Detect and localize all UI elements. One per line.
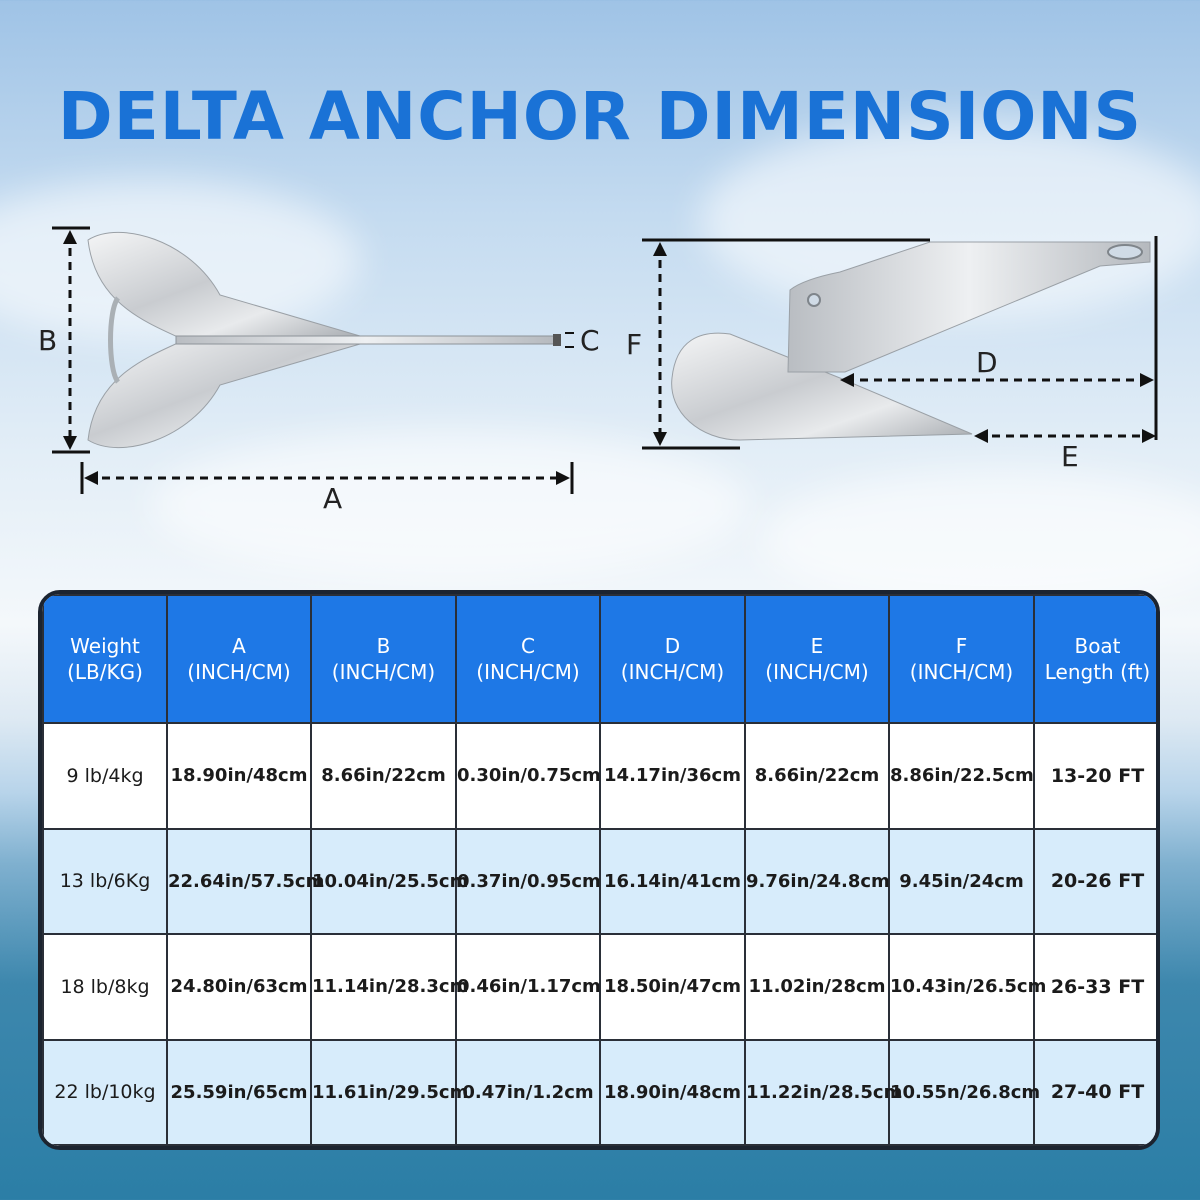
cell-e: 11.22in/28.5cm [744, 1038, 902, 1146]
dimension-a: A [80, 462, 574, 515]
label-f: F [626, 328, 642, 361]
cell-b: 8.66in/22cm [310, 722, 457, 830]
cloud [760, 470, 1200, 610]
cell-c: 0.46in/1.17cm [455, 933, 601, 1041]
cell-a: 22.64in/57.5cm [166, 827, 324, 935]
anchor-diagram: B A C F D [38, 226, 1158, 515]
cell-e: 9.76in/24.8cm [744, 827, 890, 935]
dimension-d: D [840, 236, 1158, 440]
table-row: 22 lb/10kg 25.59in/65cm 11.61in/29.5cm 0… [42, 1038, 1156, 1146]
cell-a: 18.90in/48cm [166, 722, 312, 830]
cell-weight: 13 lb/6Kg [42, 827, 168, 935]
cell-boat-length: 20-26 FT [1033, 827, 1156, 935]
cell-weight: 9 lb/4kg [42, 722, 168, 830]
header-e: E(INCH/CM) [744, 594, 890, 724]
page-title: DELTA ANCHOR DIMENSIONS [57, 78, 1143, 155]
cell-boat-length: 26-33 FT [1033, 933, 1156, 1041]
cloud [150, 430, 750, 580]
dimensions-table-container: Weight(LB/KG) A(INCH/CM) B(INCH/CM) C(IN… [38, 590, 1160, 1150]
header-c: C(INCH/CM) [455, 594, 601, 724]
table-row: 9 lb/4kg 18.90in/48cm 8.66in/22cm 0.30in… [42, 722, 1156, 830]
cell-c: 0.47in/1.2cm [455, 1038, 601, 1146]
cell-b: 11.61in/29.5cm [310, 1038, 468, 1146]
anchor-top-view [87, 232, 561, 448]
cell-d: 14.17in/36cm [599, 722, 746, 830]
label-e: E [1061, 440, 1079, 473]
cell-e: 8.66in/22cm [744, 722, 890, 830]
cell-b: 10.04in/25.5cm [310, 827, 468, 935]
label-d: D [976, 346, 998, 379]
header-f: F(INCH/CM) [888, 594, 1035, 724]
label-b: B [38, 324, 57, 357]
cell-f: 10.55n/26.8cm [888, 1038, 1040, 1146]
header-d: D(INCH/CM) [599, 594, 746, 724]
cell-b: 11.14in/28.3cm [310, 933, 468, 1041]
cell-f: 9.45in/24cm [888, 827, 1035, 935]
anchor-side-view [671, 241, 1151, 441]
dimension-c: C [565, 324, 600, 357]
cell-d: 18.50in/47cm [599, 933, 746, 1041]
dimensions-table: Weight(LB/KG) A(INCH/CM) B(INCH/CM) C(IN… [42, 594, 1156, 1146]
cell-boat-length: 13-20 FT [1033, 722, 1156, 830]
cell-a: 25.59in/65cm [166, 1038, 312, 1146]
cell-f: 8.86in/22.5cm [888, 722, 1035, 830]
dimension-b: B [38, 226, 90, 454]
table-row: 18 lb/8kg 24.80in/63cm 11.14in/28.3cm 0.… [42, 933, 1156, 1041]
cell-d: 18.90in/48cm [599, 1038, 746, 1146]
cell-f: 10.43in/26.5cm [888, 933, 1046, 1041]
cell-boat-length: 27-40 FT [1033, 1038, 1156, 1146]
table-row: 13 lb/6Kg 22.64in/57.5cm 10.04in/25.5cm … [42, 827, 1156, 935]
label-a: A [323, 482, 342, 515]
cell-a: 24.80in/63cm [166, 933, 312, 1041]
cell-e: 11.02in/28cm [744, 933, 890, 1041]
cell-weight: 18 lb/8kg [42, 933, 168, 1041]
cell-weight: 22 lb/10kg [42, 1038, 168, 1146]
label-c: C [580, 324, 600, 357]
header-weight: Weight(LB/KG) [42, 594, 168, 724]
header-a: A(INCH/CM) [166, 594, 312, 724]
dimension-f: F [626, 238, 930, 450]
table-header-row: Weight(LB/KG) A(INCH/CM) B(INCH/CM) C(IN… [42, 594, 1156, 724]
header-b: B(INCH/CM) [310, 594, 457, 724]
cell-c: 0.30in/0.75cm [455, 722, 601, 830]
cell-d: 16.14in/41cm [599, 827, 746, 935]
dimension-e: E [974, 429, 1156, 473]
cell-c: 0.37in/0.95cm [455, 827, 601, 935]
